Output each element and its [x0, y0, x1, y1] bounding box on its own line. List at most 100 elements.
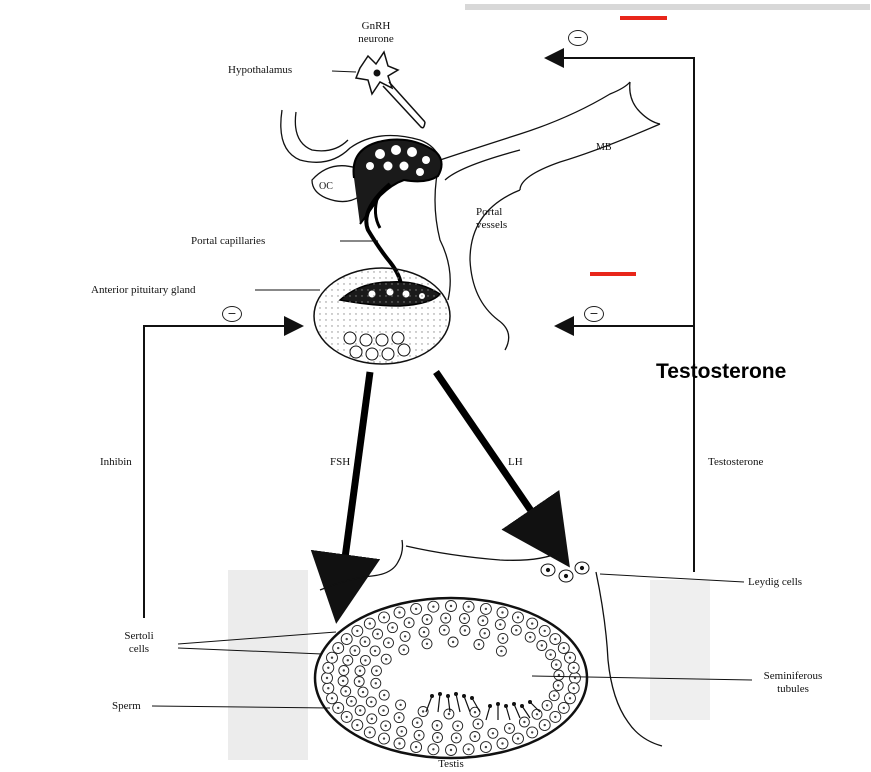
tubule-cell-nucleus	[500, 650, 502, 652]
tubule-cell-nucleus	[364, 641, 366, 643]
tubule-cell-nucleus	[331, 697, 333, 699]
tubule-cell-nucleus	[443, 629, 445, 631]
portal-vessels-label-2: vessels	[476, 219, 507, 232]
tubule-cell-nucleus	[343, 669, 345, 671]
tubule-cell-nucleus	[370, 701, 372, 703]
tubule-cell-nucleus	[404, 635, 406, 637]
testosterone-feedback-line	[548, 58, 694, 572]
tubule-cell-nucleus	[356, 630, 358, 632]
tubule-cell-nucleus	[569, 697, 571, 699]
tubule-cell-nucleus	[455, 737, 457, 739]
tubule-cell-nucleus	[331, 657, 333, 659]
fsh-arrow	[338, 372, 370, 610]
tubule-cell-nucleus	[549, 654, 551, 656]
tubule-cell-nucleus	[398, 742, 400, 744]
tubule-cell-nucleus	[452, 641, 454, 643]
tubule-cell-nucleus	[457, 725, 459, 727]
tubule-cell-nucleus	[326, 677, 328, 679]
leydig-label: Leydig cells	[748, 576, 802, 589]
tubule-cell-nucleus	[515, 629, 517, 631]
tubule-cell-nucleus	[501, 611, 503, 613]
testis-label: Testis	[426, 758, 476, 771]
tubule-cell-nucleus	[385, 725, 387, 727]
tubule-cell-nucleus	[569, 657, 571, 659]
tubule-cell-nucleus	[517, 737, 519, 739]
tubule-cell-nucleus	[403, 649, 405, 651]
minus-circle-icon: −	[222, 306, 242, 322]
gnrh-neurone	[356, 52, 425, 128]
tubule-cell-nucleus	[558, 674, 560, 676]
tubule-cell-nucleus	[544, 630, 546, 632]
tubule-cell-nucleus	[398, 611, 400, 613]
minus-circle-icon: −	[584, 306, 604, 322]
tubule-cell-nucleus	[387, 642, 389, 644]
testosterone-annotation: Testosterone	[656, 360, 786, 384]
tubule-cell-nucleus	[401, 730, 403, 732]
tubule-cell-nucleus	[573, 667, 575, 669]
tubule-cell-nucleus	[358, 680, 360, 682]
tubule-cell-nucleus	[467, 748, 469, 750]
tubule-cell-nucleus	[350, 700, 352, 702]
tubule-cell-nucleus	[448, 713, 450, 715]
tubule-cell-nucleus	[354, 649, 356, 651]
tubule-cell-nucleus	[573, 687, 575, 689]
tubule-cell-nucleus	[492, 732, 494, 734]
tubule-cell-nucleus	[467, 606, 469, 608]
sertoli-label-1: Sertoli	[104, 630, 174, 643]
tubule-cell-nucleus	[474, 711, 476, 713]
tubule-cell-nucleus	[327, 667, 329, 669]
tubule-cell-nucleus	[337, 707, 339, 709]
tubule-cell-nucleus	[383, 694, 385, 696]
tubule-cell-nucleus	[376, 633, 378, 635]
neurone-label: neurone	[346, 33, 406, 46]
testosterone-small-label: Testosterone	[708, 456, 763, 469]
tubule-cell-nucleus	[463, 617, 465, 619]
red-annotation-bar	[620, 16, 667, 20]
leydig-cells	[541, 562, 589, 582]
tubule-cell-nucleus	[383, 737, 385, 739]
tubule-cell-nucleus	[374, 650, 376, 652]
tubule-cell-nucleus	[337, 647, 339, 649]
tubule-cell-nucleus	[482, 620, 484, 622]
tubule-cell-nucleus	[385, 658, 387, 660]
tubule-cell-nucleus	[555, 664, 557, 666]
tubule-cell-nucleus	[359, 670, 361, 672]
tubule-cell-nucleus	[432, 606, 434, 608]
tubule-cell-nucleus	[327, 687, 329, 689]
anterior-pituitary-label: Anterior pituitary gland	[91, 284, 195, 297]
tubule-cell-nucleus	[356, 724, 358, 726]
tubule-cell-nucleus	[502, 637, 504, 639]
tubule-cell-nucleus	[546, 704, 548, 706]
tubule-cell-nucleus	[416, 722, 418, 724]
tubule-cell-nucleus	[485, 746, 487, 748]
tubule-cell-nucleus	[375, 670, 377, 672]
tubule-cell-nucleus	[563, 707, 565, 709]
tubule-cell-nucleus	[382, 709, 384, 711]
tubule-cell-nucleus	[342, 680, 344, 682]
fsh-label: FSH	[330, 456, 350, 469]
tubule-cell-nucleus	[450, 749, 452, 751]
tubule-cell-nucleus	[474, 735, 476, 737]
scan-shade-left	[228, 570, 308, 760]
tubule-cell-nucleus	[508, 727, 510, 729]
testis	[315, 598, 587, 758]
tubule-cell-nucleus	[383, 616, 385, 618]
tubule-cell-nucleus	[477, 723, 479, 725]
tubule-cell-nucleus	[529, 636, 531, 638]
minus-circle-icon: −	[568, 30, 588, 46]
tubule-cell-nucleus	[517, 616, 519, 618]
tubule-cell-nucleus	[362, 691, 364, 693]
gnrh-label: GnRH	[346, 20, 406, 33]
sertoli-label-2: cells	[104, 643, 174, 656]
tubule-cell-nucleus	[536, 713, 538, 715]
tubule-cell-nucleus	[464, 629, 466, 631]
tubule-cell-nucleus	[484, 632, 486, 634]
seminiferous-label-1: Seminiferous	[748, 670, 838, 683]
tubule-cell-nucleus	[432, 748, 434, 750]
tubule-cell-nucleus	[369, 731, 371, 733]
tubule-cell-nucleus	[531, 622, 533, 624]
tubule-cell-nucleus	[485, 608, 487, 610]
tubule-cell-nucleus	[422, 710, 424, 712]
